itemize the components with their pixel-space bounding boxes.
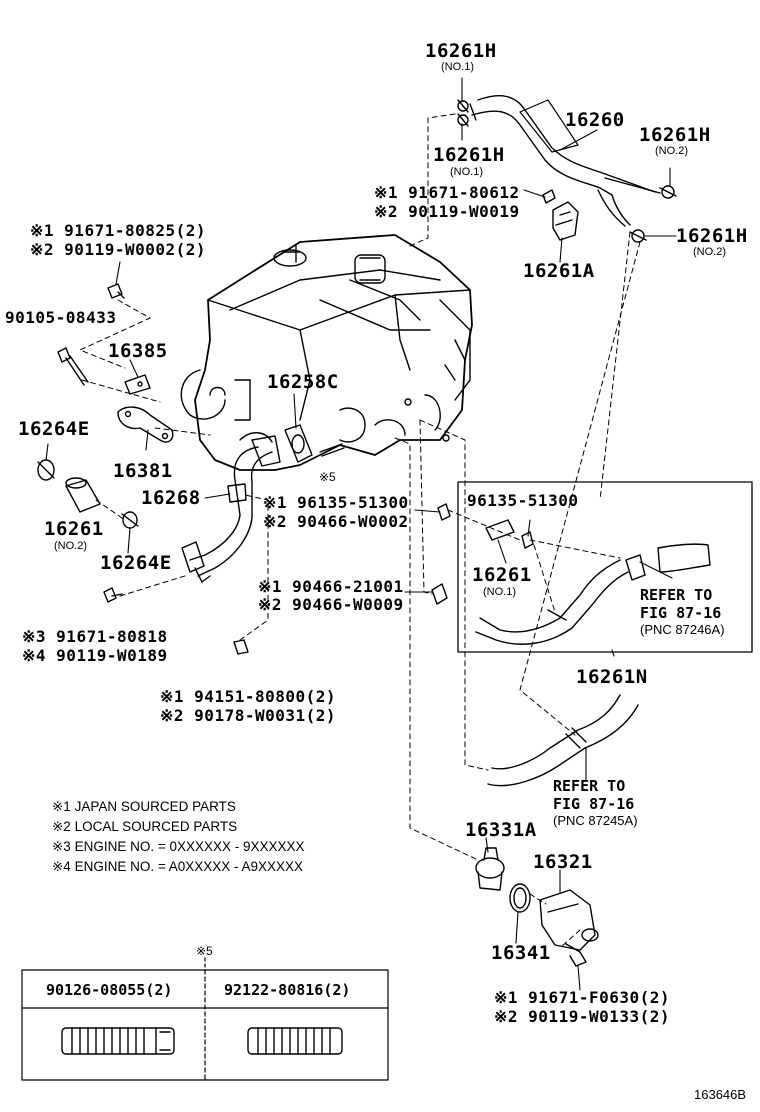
label-90105: 90105-08433 xyxy=(5,308,117,327)
stud-x5 xyxy=(319,443,345,457)
label-16261-no1: 16261 xyxy=(472,564,532,586)
table-marker: ※5 xyxy=(196,944,213,958)
label-bolt-a-2: ※2 90119-W0019 xyxy=(374,202,520,221)
label-16261-no2: 16261 xyxy=(44,518,104,540)
label-16261-no1-sub: (NO.1) xyxy=(483,586,516,598)
label-clamp-b-2: ※2 90466-W0009 xyxy=(258,595,404,614)
clamp-96135 xyxy=(437,503,451,521)
label-clamp-b-1: ※1 90466-21001 xyxy=(258,577,404,596)
label-bolt-c-2: ※4 90119-W0189 xyxy=(22,646,168,665)
table-frame xyxy=(21,957,389,1081)
label-bolt-c-1: ※3 91671-80818 xyxy=(22,627,168,646)
label-16331A: 16331A xyxy=(465,819,537,841)
refer-to-1-line3: (PNC 87246A) xyxy=(640,622,725,637)
label-clamp-a-2: ※2 90466-W0002 xyxy=(263,512,409,531)
pipe-16268 xyxy=(181,435,281,583)
note-4: ※4 ENGINE NO. = A0XXXXX - A9XXXXX xyxy=(52,859,304,874)
label-16261H-r1-sub: (NO.2) xyxy=(655,145,688,157)
label-16261H-r1: 16261H xyxy=(639,124,711,146)
bracket-16385 xyxy=(124,374,151,395)
refer-to-1-line1: REFER TO xyxy=(640,586,713,604)
label-16321: 16321 xyxy=(533,851,593,873)
label-16260: 16260 xyxy=(565,109,625,131)
clamp-90466 xyxy=(431,583,448,605)
refer-to-fig-1: REFER TO FIG 87-16 (PNC 87246A) xyxy=(640,586,725,638)
stud-drawing-1 xyxy=(61,1027,175,1055)
note-3: ※3 ENGINE NO. = 0XXXXXX - 9XXXXXX xyxy=(52,839,305,854)
thermostat-16331A xyxy=(475,847,505,891)
figure-id: 163646B xyxy=(694,1087,747,1102)
label-16268: 16268 xyxy=(141,487,201,509)
hose-clips xyxy=(457,99,677,243)
note-1: ※1 JAPAN SOURCED PARTS xyxy=(52,799,236,814)
clamp-16264E-upper xyxy=(37,459,55,481)
refer-to-2-line2: FIG 87-16 xyxy=(553,795,635,813)
label-16261H-mid: 16261H xyxy=(433,144,505,166)
refer-to-1-line2: FIG 87-16 xyxy=(640,604,722,622)
label-bolt-b-1: ※1 91671-80825(2) xyxy=(30,221,207,240)
dashed-guides xyxy=(79,113,641,949)
table-cell-2: 92122-80816(2) xyxy=(224,981,351,999)
detail-box xyxy=(457,481,753,653)
leader-lines xyxy=(45,77,677,991)
label-nut-2: ※2 90178-W0031(2) xyxy=(160,706,337,725)
label-16261H-r2: 16261H xyxy=(676,225,748,247)
note-2: ※2 LOCAL SOURCED PARTS xyxy=(52,819,238,834)
hose-16261-no1 xyxy=(475,519,711,645)
label-bolt-d-2: ※2 90119-W0133(2) xyxy=(494,1007,671,1026)
nut-94151 xyxy=(233,639,249,655)
label-box-clamp: 96135-51300 xyxy=(467,491,579,510)
label-16261A: 16261A xyxy=(523,260,595,282)
gasket-16258C xyxy=(284,424,313,463)
label-16261N: 16261N xyxy=(576,666,648,688)
engine-block xyxy=(180,234,473,471)
label-16385: 16385 xyxy=(108,340,168,362)
label-16381: 16381 xyxy=(113,460,173,482)
bolt-91671-F0630 xyxy=(565,943,587,967)
label-16258C: 16258C xyxy=(267,371,339,393)
bolt-91671-80818 xyxy=(103,587,123,603)
label-16264E-lower: 16264E xyxy=(100,552,172,574)
bolt-91671-80825 xyxy=(107,283,125,299)
bracket-16381 xyxy=(117,406,174,443)
label-16261-no2-sub: (NO.2) xyxy=(54,540,87,552)
refer-to-2-line3: (PNC 87245A) xyxy=(553,813,638,828)
label-16261H-top-sub: (NO.1) xyxy=(441,61,474,73)
label-clamp-a-1: ※1 96135-51300 xyxy=(263,493,409,512)
hose-16260 xyxy=(469,94,661,227)
label-bolt-a-1: ※1 91671-80612 xyxy=(374,183,520,202)
refer-to-fig-2: REFER TO FIG 87-16 (PNC 87245A) xyxy=(553,777,638,829)
hose-16261N xyxy=(487,694,639,787)
stud-drawing-2 xyxy=(247,1027,343,1055)
label-bolt-b-2: ※2 90119-W0002(2) xyxy=(30,240,207,259)
label-16261H-top: 16261H xyxy=(425,40,497,62)
bracket-16261A xyxy=(542,189,579,241)
label-nut-1: ※1 94151-80800(2) xyxy=(160,687,337,706)
clamp-16264E-lower xyxy=(121,511,139,529)
housing-16321 xyxy=(539,889,599,951)
refer-to-2-line1: REFER TO xyxy=(553,777,626,795)
label-16261H-r2-sub: (NO.2) xyxy=(693,246,726,258)
bolt-90105 xyxy=(57,347,89,386)
label-16261H-mid-sub: (NO.1) xyxy=(450,166,483,178)
gasket-16341 xyxy=(509,883,531,913)
label-bolt-d-1: ※1 91671-F0630(2) xyxy=(494,988,671,1007)
label-16341: 16341 xyxy=(491,942,551,964)
table-cell-1: 90126-08055(2) xyxy=(46,981,173,999)
label-16264E-upper: 16264E xyxy=(18,418,90,440)
label-x5-stud: ※5 xyxy=(319,470,336,484)
hose-16261-no2 xyxy=(65,477,101,513)
